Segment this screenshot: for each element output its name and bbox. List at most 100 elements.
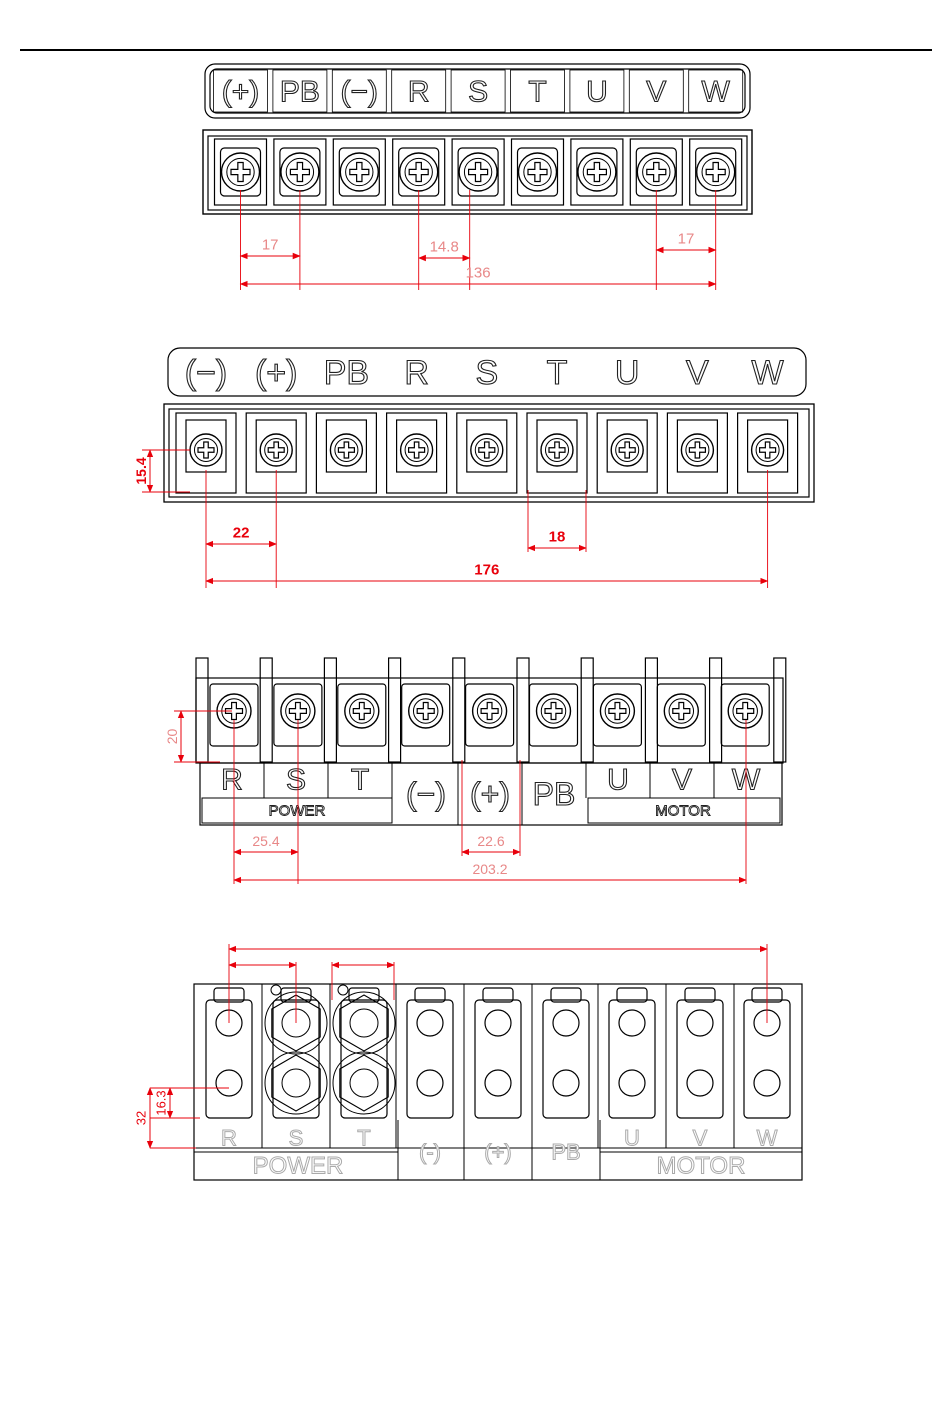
barrier-rib — [260, 658, 272, 762]
screw-terminal-icon — [222, 153, 260, 191]
cross-slot — [417, 703, 434, 720]
barrier-rib — [517, 658, 529, 762]
cross-slot — [198, 442, 214, 458]
cross-slot — [528, 163, 547, 182]
cross-slot — [587, 163, 606, 182]
screw-terminal-icon — [409, 694, 443, 728]
terminal-label: V — [686, 354, 709, 392]
terminal-plate — [341, 1000, 387, 1118]
cross-slot — [737, 703, 754, 720]
screw-terminal-icon — [190, 434, 222, 466]
screw-terminal-icon — [681, 434, 713, 466]
dimension-label: 14.8 — [430, 239, 459, 256]
terminal-label: U — [586, 76, 608, 109]
screw-terminal-icon — [260, 434, 292, 466]
dimension-label: 18 — [549, 529, 566, 546]
dimension-label: 22.6 — [477, 833, 504, 849]
cross-slot — [353, 703, 370, 720]
screw-terminal-icon — [345, 694, 379, 728]
dimension-line: 136 — [241, 265, 716, 285]
barrier-rib — [581, 658, 593, 762]
cross-slot — [481, 703, 498, 720]
dimension-label: 203.2 — [472, 861, 507, 877]
cross-slot — [350, 163, 369, 182]
cross-slot — [647, 163, 666, 182]
cross-slot — [609, 703, 626, 720]
hex-bolt-icon — [333, 992, 395, 1054]
mount-hole — [754, 1070, 780, 1096]
terminal-label: W — [757, 1126, 778, 1151]
dimension-label: 17 — [678, 231, 695, 248]
mount-hole — [417, 1010, 443, 1036]
dimension-line: 15.4 — [133, 450, 150, 492]
dimension-line: 32 — [134, 1088, 151, 1148]
screw-terminal-icon — [401, 434, 433, 466]
screw-terminal-icon — [728, 694, 762, 728]
barrier-rib — [453, 658, 465, 762]
mount-hole — [687, 1070, 713, 1096]
screw-terminal-icon — [340, 153, 378, 191]
screw-terminal-icon — [400, 153, 438, 191]
mount-hole — [553, 1010, 579, 1036]
cross-slot — [619, 442, 635, 458]
washer — [265, 1052, 327, 1114]
dimension-label: 16.3 — [154, 1090, 169, 1115]
barrier-rib — [710, 658, 722, 762]
terminal-plate — [677, 1000, 723, 1118]
dimension-line: 22 — [206, 525, 276, 545]
terminal-label: T — [357, 1126, 370, 1151]
group-label-power: POWER — [253, 1153, 344, 1180]
terminal-label: T — [547, 354, 568, 392]
screw-terminal-icon — [473, 694, 507, 728]
cross-slot — [231, 163, 250, 182]
group-label-power: POWER — [269, 803, 326, 820]
screw-terminal-icon — [537, 694, 571, 728]
screw-terminal-icon — [541, 434, 573, 466]
pin-hole — [338, 985, 348, 995]
terminal-label: U — [624, 1126, 640, 1151]
dimension-line: 25.4 — [234, 833, 298, 852]
cross-slot — [545, 703, 562, 720]
cross-slot — [409, 163, 428, 182]
terminal-label: R — [408, 76, 430, 109]
barrier-rib — [324, 658, 336, 762]
terminal-label: S — [289, 1126, 304, 1151]
bolt-center — [350, 1069, 378, 1097]
terminal-label: U — [607, 764, 629, 797]
cross-slot — [469, 163, 488, 182]
terminal-label: (+) — [255, 354, 298, 392]
bolt-center — [282, 1069, 310, 1097]
screw-terminal-icon — [611, 434, 643, 466]
barrier-rib — [196, 658, 208, 762]
washer — [333, 992, 395, 1054]
cross-slot — [706, 163, 725, 182]
group-label-motor: MOTOR — [655, 803, 711, 820]
screw-terminal-icon — [697, 153, 735, 191]
dimension-label: 136 — [466, 265, 491, 282]
pin-hole — [271, 985, 281, 995]
cross-slot — [338, 442, 354, 458]
cross-slot — [289, 703, 306, 720]
terminal-label: (+) — [222, 76, 260, 109]
screw-terminal-icon — [459, 153, 497, 191]
screw-terminal-icon — [752, 434, 784, 466]
dimension-line: 17 — [241, 237, 300, 257]
terminal-label: W — [702, 76, 731, 109]
cross-slot — [760, 442, 776, 458]
mount-hole — [553, 1070, 579, 1096]
hex-head — [272, 1055, 320, 1111]
screw-terminal-icon — [664, 694, 698, 728]
bolt-center — [350, 1009, 378, 1037]
barrier-rib — [389, 658, 401, 762]
hex-bolt-icon — [333, 1052, 395, 1114]
terminal-label: S — [468, 76, 488, 109]
dimension-line: 20 — [164, 711, 181, 762]
terminal-label: PB — [551, 1140, 580, 1165]
terminal-label: R — [221, 764, 243, 797]
terminal-label: S — [286, 764, 306, 797]
terminal-plate — [609, 1000, 655, 1118]
barrier-rib — [645, 658, 657, 762]
